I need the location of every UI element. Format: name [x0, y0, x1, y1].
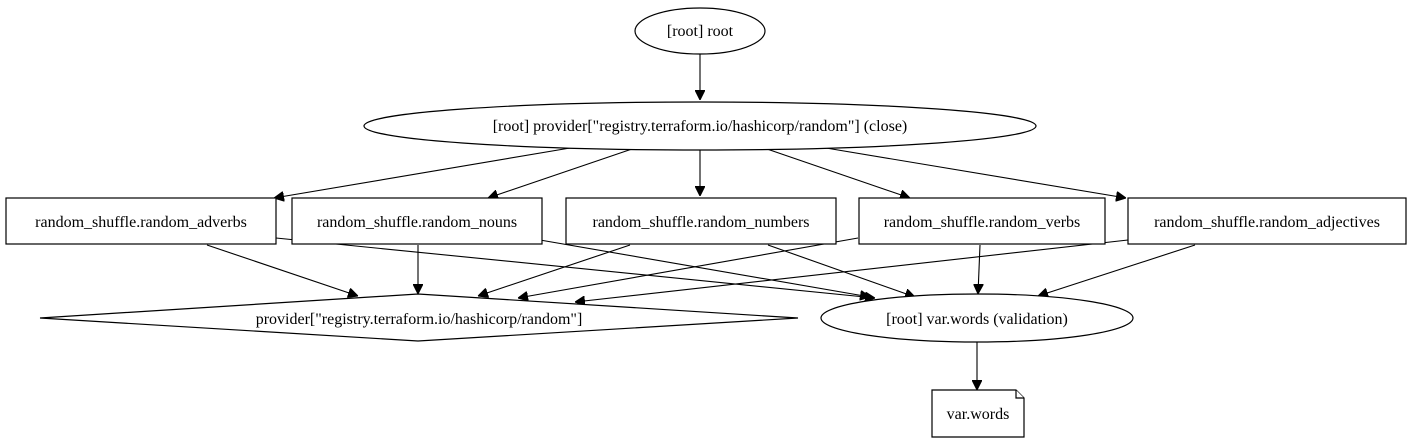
node-random-numbers-box — [565, 197, 837, 245]
edge-numbers-to-provider — [478, 244, 631, 296]
node-random-adjectives-label: random_shuffle.random_adjectives — [1154, 214, 1380, 231]
node-provider-label: provider["registry.terraform.io/hashicor… — [256, 311, 583, 328]
node-random-adjectives: random_shuffle.random_adjectives — [1127, 197, 1407, 245]
node-random-nouns-box — [291, 197, 543, 245]
edge-adverbs-to-validation — [265, 236, 875, 298]
node-random-nouns: random_shuffle.random_nouns — [291, 197, 543, 245]
node-provider-close-ellipse — [363, 101, 1037, 151]
edge-provider-close-to-adjectives — [825, 147, 1126, 198]
edge-verbs-to-validation — [978, 244, 980, 294]
node-var-words-note-fold — [1015, 390, 1024, 399]
node-root-label: [root] root — [667, 23, 734, 40]
node-var-words-validation-label: [root] var.words (validation) — [886, 311, 1068, 328]
node-root: [root] root — [634, 7, 766, 55]
node-provider: provider["registry.terraform.io/hashicor… — [39, 293, 799, 342]
node-random-nouns-label: random_shuffle.random_nouns — [317, 214, 517, 231]
node-root-ellipse — [634, 7, 766, 55]
node-var-words: var.words — [931, 389, 1025, 438]
edge-adjectives-to-provider — [575, 239, 1129, 302]
node-random-adverbs: random_shuffle.random_adverbs — [5, 197, 277, 245]
edge-numbers-to-validation — [767, 244, 915, 297]
node-random-verbs-box — [858, 197, 1106, 245]
edge-adverbs-to-provider — [206, 244, 358, 296]
node-random-verbs-label: random_shuffle.random_verbs — [884, 214, 1081, 231]
edge-provider-close-to-verbs — [766, 148, 910, 198]
graph-nodes: [root] root [root] provider["registry.te… — [5, 7, 1407, 438]
node-random-numbers: random_shuffle.random_numbers — [565, 197, 837, 245]
node-var-words-validation-ellipse — [820, 293, 1134, 343]
node-provider-close-label: [root] provider["registry.terraform.io/h… — [493, 118, 908, 135]
edge-nouns-to-validation — [539, 239, 870, 297]
node-provider-close: [root] provider["registry.terraform.io/h… — [363, 101, 1037, 151]
graph-edges — [206, 54, 1196, 390]
edge-provider-close-to-nouns — [488, 148, 633, 198]
node-var-words-label: var.words — [947, 406, 1010, 423]
node-random-verbs: random_shuffle.random_verbs — [858, 197, 1106, 245]
edge-adjectives-to-validation — [1038, 244, 1196, 296]
node-random-adverbs-label: random_shuffle.random_adverbs — [35, 214, 247, 231]
node-random-adverbs-box — [5, 197, 277, 245]
node-var-words-validation: [root] var.words (validation) — [820, 293, 1134, 343]
edge-provider-close-to-adverbs — [274, 147, 571, 198]
node-var-words-note — [931, 389, 1025, 438]
node-random-numbers-label: random_shuffle.random_numbers — [593, 214, 810, 231]
node-provider-diamond — [39, 293, 799, 342]
edge-verbs-to-provider — [518, 237, 859, 298]
node-random-adjectives-box — [1127, 197, 1407, 245]
